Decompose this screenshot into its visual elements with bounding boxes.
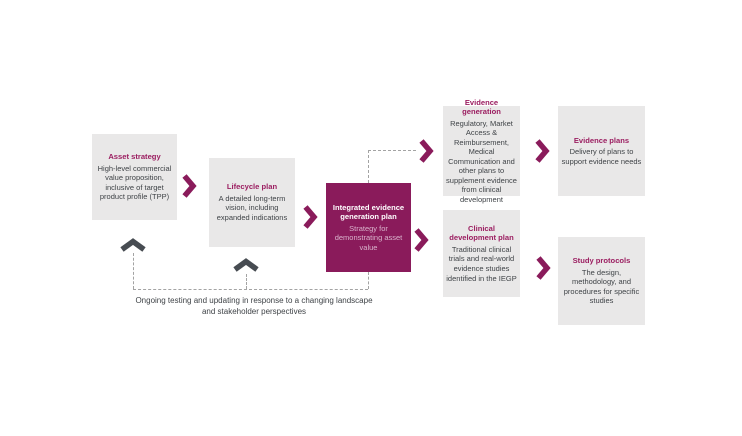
asset-strategy-box: Asset strategy High-level commercial val… [92,134,177,220]
lifecycle-plan-title: Lifecycle plan [226,182,278,192]
dashed-connector [133,289,368,290]
lifecycle-plan-box: Lifecycle plan A detailed long-term visi… [209,158,295,247]
study-protocols-box: Study protocols The design, methodology,… [558,237,645,325]
clinical-development-plan-box: Clinical development plan Traditional cl… [443,210,520,297]
study-protocols-body: The design, methodology, and procedures … [563,267,640,306]
dashed-connector [368,150,369,183]
chevron-right-icon [414,228,429,252]
evidence-plans-title: Evidence plans [573,135,630,145]
chevron-right-icon [419,139,434,163]
clinical-development-plan-title: Clinical development plan [449,223,514,243]
iegp-title: Integrated evidence generation plan [332,202,405,222]
evidence-generation-box: Evidence generation Regulatory, Market A… [443,98,520,204]
feedback-note: Ongoing testing and updating in response… [135,296,373,316]
chevron-right-icon [535,139,550,163]
chevron-up-icon [120,238,146,252]
asset-strategy-title: Asset strategy [108,152,161,162]
lifecycle-plan-body: A detailed long-term vision, including e… [216,193,288,222]
study-protocols-title: Study protocols [572,256,631,266]
dashed-connector [368,272,369,289]
integrated-evidence-generation-plan-box: Integrated evidence generation plan Stra… [326,183,411,272]
dashed-connector [133,253,134,289]
chevron-right-icon [303,205,318,229]
evidence-plans-body: Delivery of plans to support evidence ne… [561,147,642,166]
chevron-right-icon [536,256,551,280]
evidence-generation-title: Evidence generation [462,97,501,117]
asset-strategy-body: High-level commercial value proposition,… [97,163,172,202]
evidence-generation-body: Regulatory, Market Access & Reimbursemen… [446,118,517,204]
chevron-right-icon [182,174,197,198]
chevron-up-icon [233,258,259,272]
clinical-development-plan-body: Traditional clinical trials and real-wor… [446,244,517,283]
evidence-plans-box: Evidence plans Delivery of plans to supp… [558,106,645,196]
iegp-body: Strategy for demonstrating asset value [334,223,403,252]
dashed-connector [246,274,247,289]
dashed-connector [368,150,416,151]
